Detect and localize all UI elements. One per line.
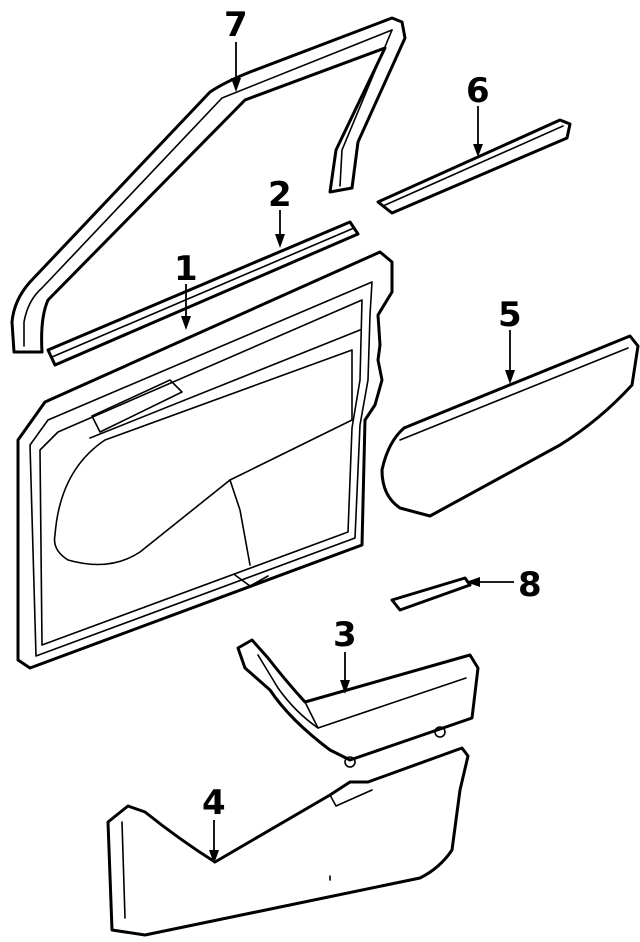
trim-panel-part (16, 250, 394, 670)
arrow-3 (340, 680, 350, 694)
callout-1: 1 (174, 249, 198, 289)
arrow-8 (466, 577, 480, 587)
callout-5: 5 (498, 295, 522, 335)
insert-panel-part (380, 334, 640, 518)
callout-numbers: 7 6 2 1 5 8 3 4 (174, 5, 542, 823)
leader-lines (181, 42, 515, 864)
lower-trim-panel-part (106, 746, 470, 937)
reflector-part (390, 576, 472, 612)
arrow-2 (275, 234, 285, 248)
callout-6: 6 (466, 71, 490, 111)
door-weatherstrip-part (10, 16, 407, 354)
arrow-5 (505, 370, 515, 384)
arrow-7 (231, 78, 241, 92)
arrow-1 (181, 316, 191, 330)
upper-molding-part (376, 118, 572, 215)
armrest-part (236, 638, 480, 768)
belt-weatherstrip-part (46, 220, 360, 367)
callout-2: 2 (268, 175, 292, 215)
callout-7: 7 (224, 5, 248, 45)
arrow-4 (209, 850, 219, 864)
callout-3: 3 (333, 615, 357, 655)
callout-4: 4 (202, 783, 226, 823)
arrow-6 (473, 144, 483, 157)
callout-8: 8 (518, 565, 542, 605)
